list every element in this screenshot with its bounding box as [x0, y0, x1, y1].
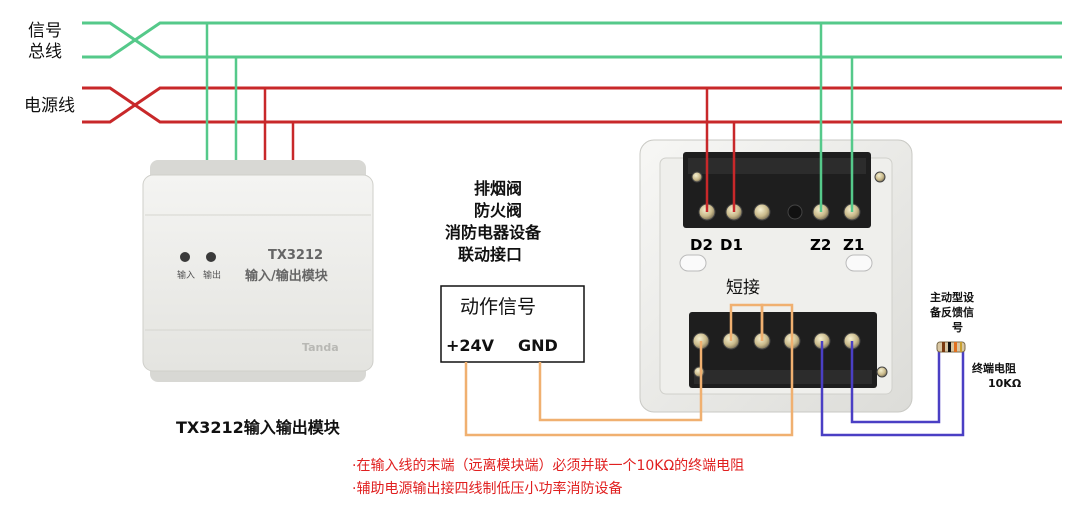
device-line-1: 排烟阀	[474, 179, 522, 198]
feedback-line-2: 备反馈信	[929, 305, 974, 319]
feedback-line-3: 号	[952, 321, 963, 334]
signal-bus-label-2: 总线	[28, 42, 62, 62]
terminal-label-d1: D1	[720, 236, 743, 254]
action-signal-title: 动作信号	[460, 296, 536, 318]
terminal-box	[639, 139, 913, 413]
module-led-input-label: 输入	[177, 269, 195, 281]
power-bus-line-a	[82, 86, 1062, 124]
terminal-label-d2: D2	[690, 236, 713, 254]
terminal-label-z1: Z1	[843, 236, 864, 254]
terminal-label-z2: Z2	[810, 236, 831, 254]
tx3212-module: 输入 输出 TX3212 输入/输出模块 Tanda	[142, 160, 374, 382]
terminal-drops	[705, 23, 854, 212]
power-bus-label: 电源线	[24, 96, 75, 116]
plus-24v-label: +24V	[446, 336, 495, 355]
module-caption: TX3212输入输出模块	[176, 418, 341, 437]
module-brand-logo: Tanda	[302, 341, 339, 354]
input-led-icon	[180, 252, 190, 262]
power-bus-line-b	[82, 86, 1062, 124]
short-jumper	[729, 303, 794, 341]
power-bus	[82, 86, 1062, 124]
module-name: 输入/输出模块	[245, 268, 329, 284]
signal-bus-line-a	[82, 21, 1062, 59]
module-drops	[205, 23, 295, 160]
module-led-output-label: 输出	[203, 269, 221, 281]
signal-bus-label-1: 信号	[28, 21, 62, 41]
resistor-label-1: 终端电阻	[972, 361, 1016, 375]
short-label: 短接	[726, 278, 760, 298]
input-signal-wires	[464, 341, 794, 437]
output-led-icon	[206, 252, 216, 262]
device-line-3: 消防电器设备	[445, 223, 542, 242]
device-line-4: 联动接口	[458, 245, 522, 264]
note-line-1: ·在输入线的末端（远离模块端）必须并联一个10KΩ的终端电阻	[352, 457, 744, 474]
feedback-wire-2	[850, 341, 941, 424]
note-line-2: ·辅助电源输出接四线制低压小功率消防设备	[352, 480, 622, 497]
plus-24v-wire	[464, 341, 794, 437]
device-label: 排烟阀 防火阀 消防电器设备 联动接口	[445, 179, 542, 264]
terminal-resistor-icon	[936, 341, 966, 353]
module-model: TX3212	[268, 248, 323, 263]
action-signal-box: 动作信号 +24V GND	[440, 285, 585, 363]
gnd-wire	[538, 341, 703, 422]
signal-bus-line-b	[82, 21, 1062, 59]
signal-bus	[82, 21, 1062, 59]
feedback-line-1: 主动型设	[930, 290, 975, 304]
device-line-2: 防火阀	[474, 201, 522, 220]
gnd-label: GND	[518, 336, 558, 355]
resistor-label-2: 10KΩ	[988, 377, 1022, 390]
